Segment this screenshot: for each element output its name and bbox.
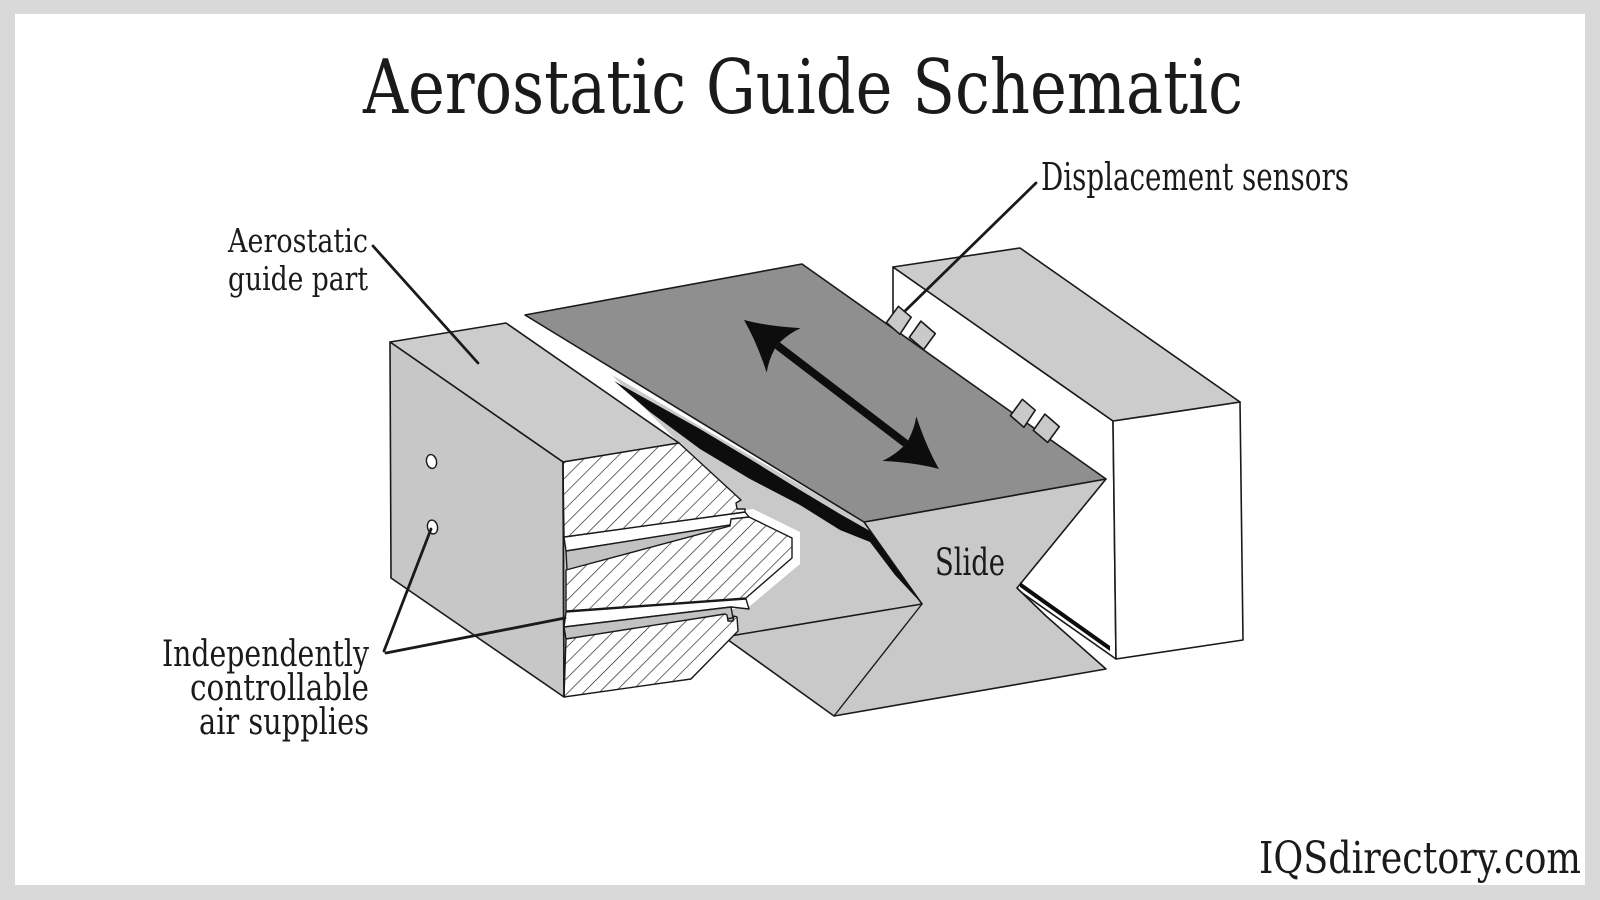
label-guide-part-line2: guide part — [228, 259, 368, 298]
air-gap-right-sliver — [1020, 582, 1110, 651]
section-slab-middle — [565, 516, 793, 612]
rail-far-end-face — [1112, 401, 1244, 660]
section-slab-bottom — [563, 613, 739, 698]
air-gap-main-wedge — [614, 381, 922, 604]
leader-air-supply-hole — [382, 527, 433, 653]
slide-front-face — [723, 478, 1107, 717]
watermark: IQSdirectory.com — [1259, 833, 1581, 884]
leader-guide-part — [371, 244, 480, 365]
slide-body — [524, 263, 1107, 717]
section-corner-edge — [562, 461, 565, 698]
sensor-block-4 — [1032, 413, 1061, 444]
arrow-head-upper — [744, 320, 801, 373]
leader-lines — [371, 181, 1038, 655]
sensor-block-2 — [908, 320, 937, 351]
arrow-head-lower — [882, 416, 939, 469]
label-slide: Slide — [935, 541, 1005, 584]
double-headed-arrow-icon — [744, 320, 939, 469]
label-displacement-sensors: Displacement sensors — [1041, 155, 1349, 199]
label-air-supplies-line3: air supplies — [199, 702, 369, 743]
section-slab-top — [562, 442, 746, 538]
air-supply-hole-upper — [425, 453, 438, 470]
arrow-shaft — [774, 342, 909, 447]
label-air-supplies-line2: controllable — [190, 668, 369, 709]
label-guide-part-line1: Aerostatic — [227, 221, 368, 260]
slide-top-face — [524, 263, 1107, 523]
page-title: Aerostatic Guide Schematic — [362, 43, 1243, 131]
slide-skirt-crease — [833, 603, 923, 717]
label-air-supplies-line1: Independently — [162, 634, 370, 675]
displacement-sensor-blocks — [885, 305, 1061, 444]
rail-far-top-face — [892, 247, 1241, 422]
sensor-block-1 — [885, 305, 913, 336]
leader-displacement-sensors — [903, 181, 1038, 313]
section-cut — [562, 442, 793, 698]
rail-near-block — [389, 322, 680, 698]
sensor-block-3 — [1009, 398, 1036, 429]
leader-air-supply-slot — [384, 616, 567, 655]
